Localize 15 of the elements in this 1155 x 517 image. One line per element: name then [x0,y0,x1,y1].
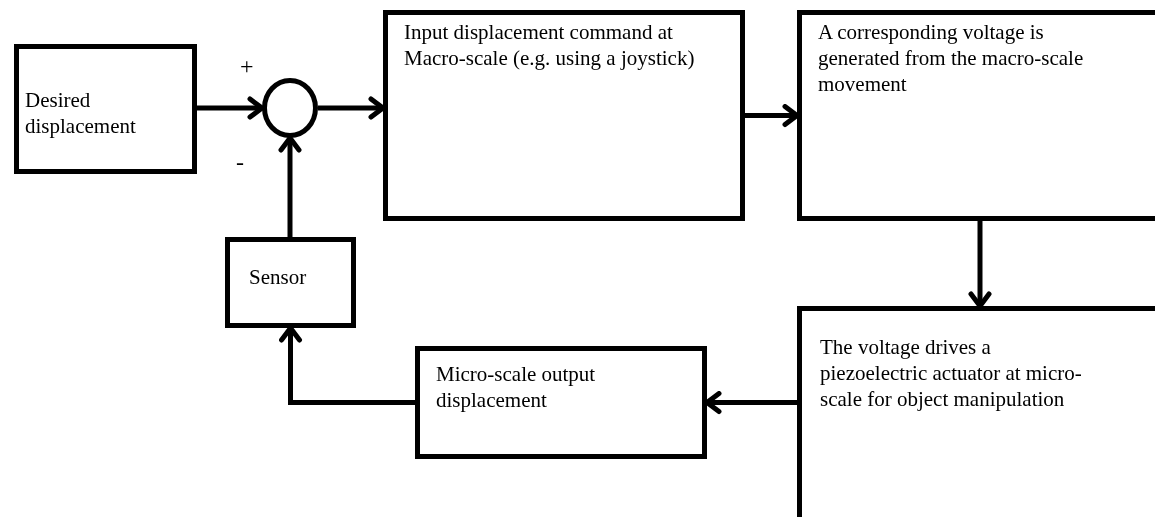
sign-label: + [240,52,254,80]
process-box [14,44,197,174]
box-text: The voltage drives a piezoelectric actuator at micro-scale for object manipulation [820,334,1083,412]
box-text: Desired displacement [25,87,137,139]
process-box [225,237,356,328]
summing-junction [262,78,318,138]
process-box [383,10,745,221]
box-text: Micro-scale output displacement [436,361,597,413]
process-box [797,306,1155,517]
sign-label: - [236,148,244,176]
process-box [797,10,1155,221]
process-box [415,346,707,459]
box-text: Sensor [249,264,308,290]
box-text: Input displacement command at Macro-scale (e.g. using a joystick) [404,19,696,71]
box-text: A corresponding voltage is generated from the macro-scale movement [818,19,1085,97]
